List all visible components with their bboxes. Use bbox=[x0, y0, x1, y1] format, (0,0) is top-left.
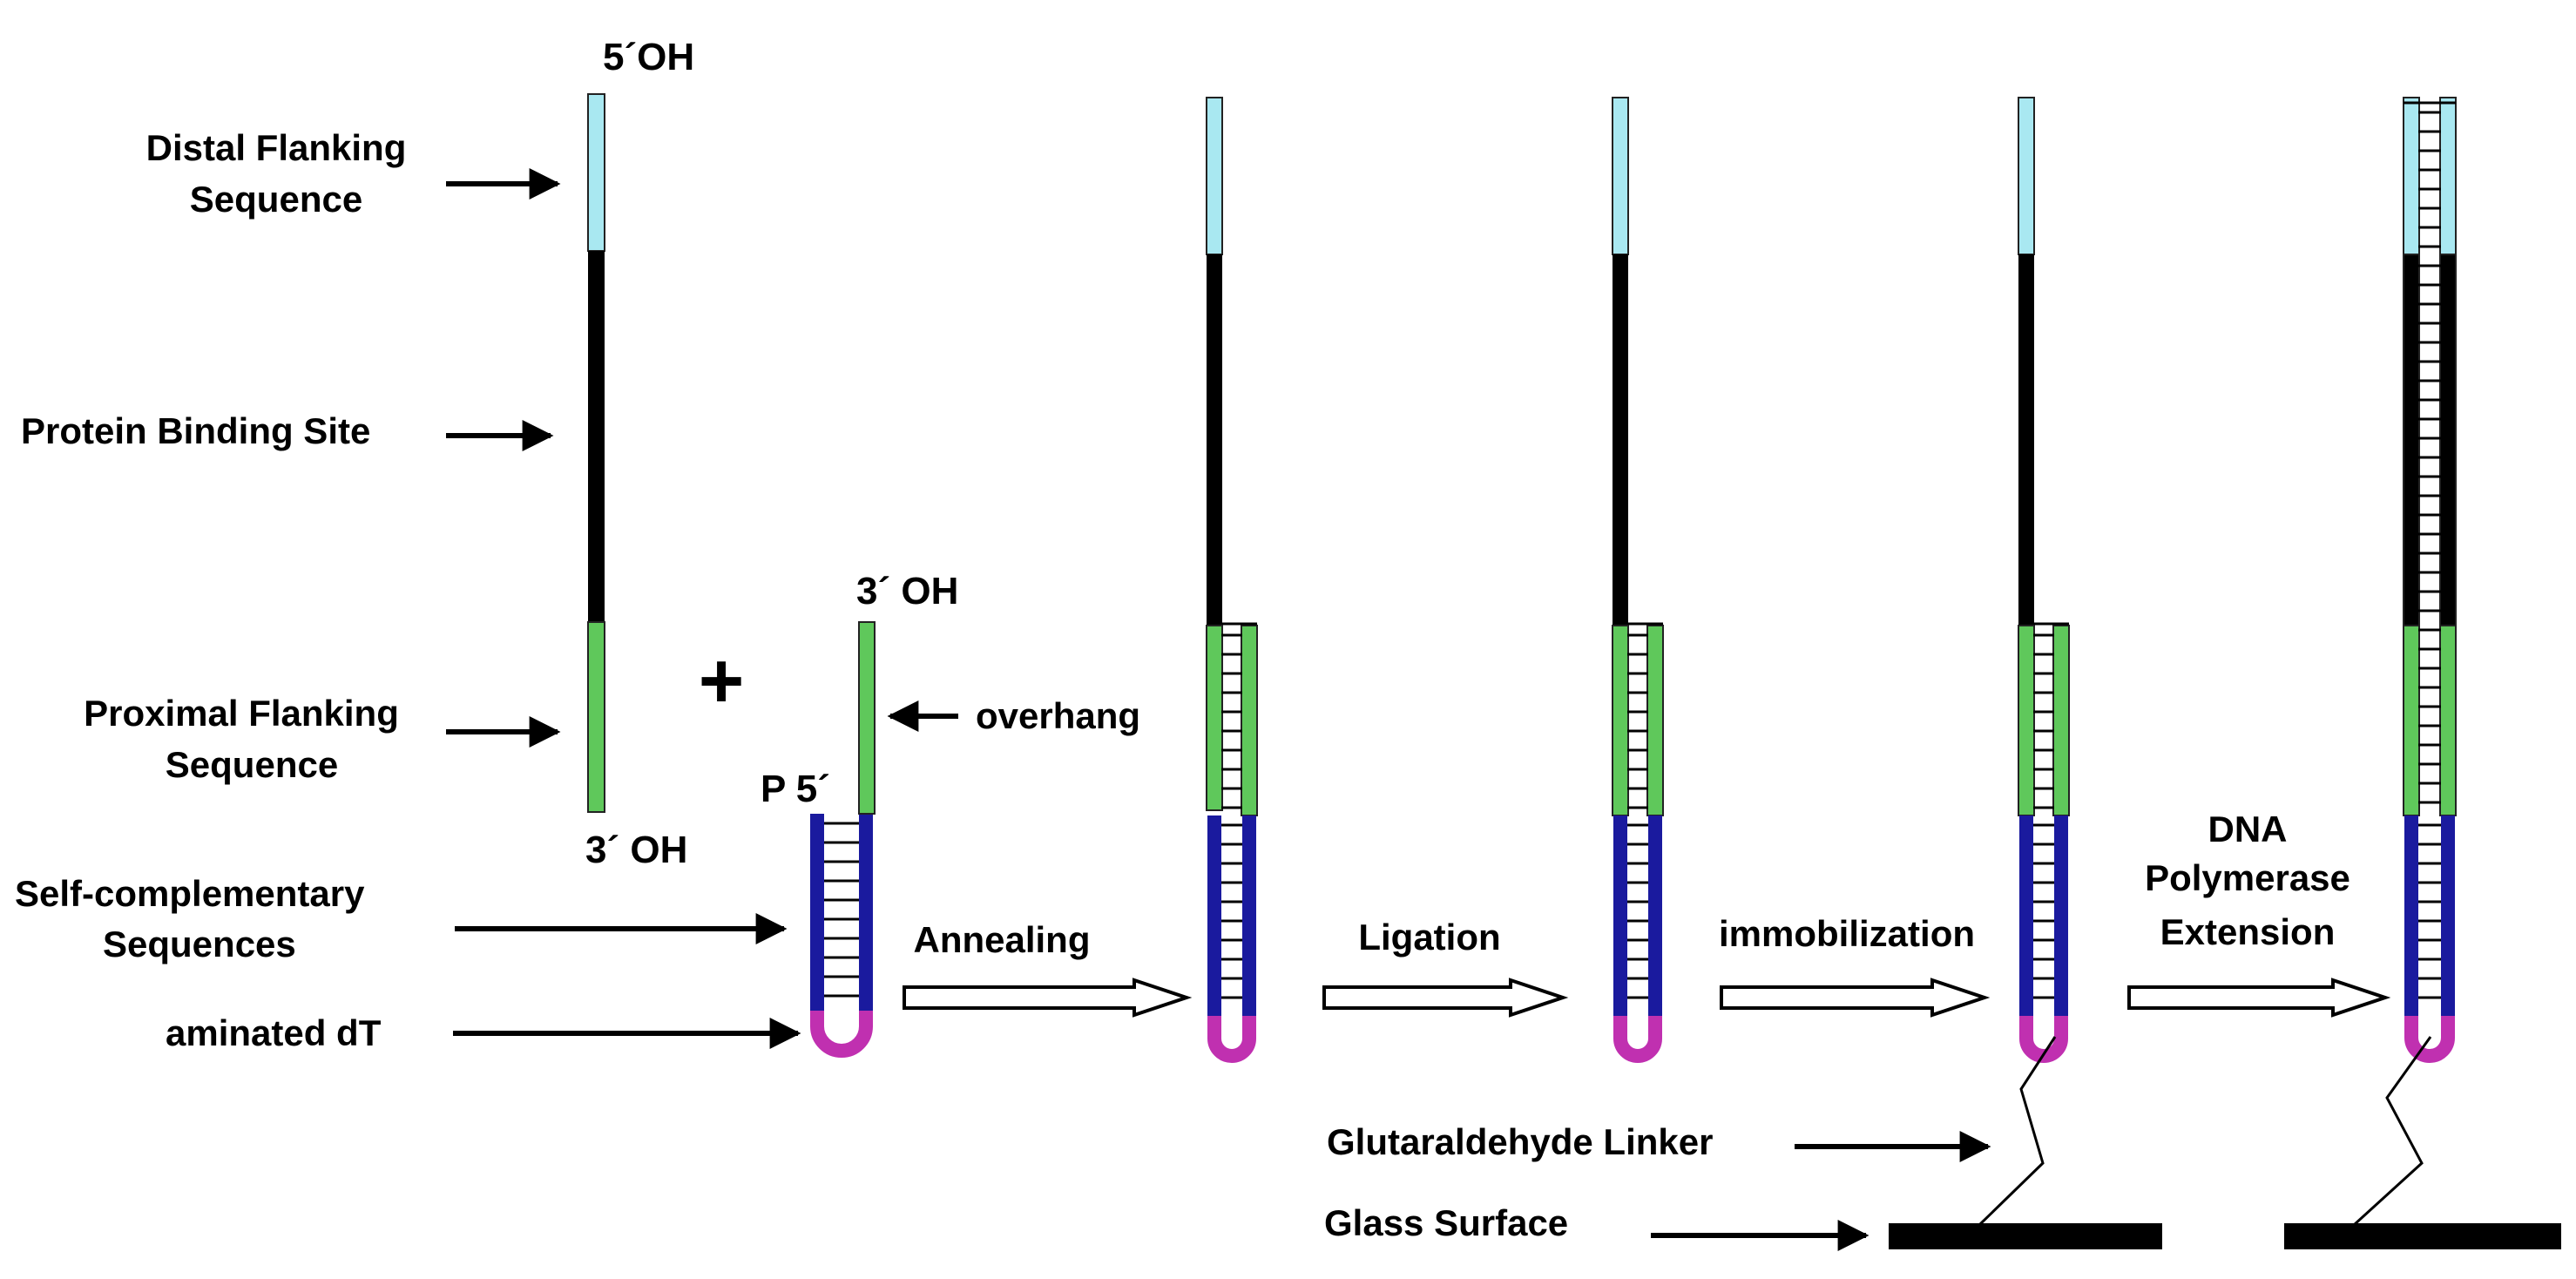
selfcomp-right-arm bbox=[859, 814, 873, 1011]
step-arrow-1 bbox=[903, 978, 1193, 1018]
distal-segment bbox=[1206, 97, 1223, 255]
step-arrow-3 bbox=[1720, 978, 1991, 1018]
selfcomp-right-arm bbox=[1648, 815, 1662, 1016]
selfcomp-right-arm bbox=[2441, 815, 2455, 1016]
protein-segment bbox=[1613, 254, 1628, 626]
proximal-label-line2: Sequence bbox=[166, 744, 338, 785]
aminated-dt-loop bbox=[1613, 1016, 1662, 1063]
selfcomp-left-arm bbox=[1207, 815, 1221, 1016]
selfcomp-left-arm bbox=[2019, 815, 2033, 1016]
oh3-bottom-label: 3´ OH bbox=[585, 829, 687, 871]
step-extension-label: Extension bbox=[2160, 911, 2336, 952]
aminated-dt-loop bbox=[2404, 1016, 2455, 1063]
glutaraldehyde-linker-1 bbox=[1978, 1036, 2057, 1227]
proximal-label-line1: Proximal Flanking bbox=[84, 693, 399, 734]
aminated-dt-loop bbox=[1207, 1016, 1256, 1063]
distal-label-line1: Distal Flanking bbox=[146, 127, 407, 168]
left-strand-segment-3 bbox=[2403, 625, 2420, 816]
distal-label-line2: Sequence bbox=[190, 179, 362, 220]
step-annealing-label: Annealing bbox=[913, 919, 1090, 960]
distal-segment bbox=[2018, 97, 2035, 255]
overhang-label: overhang bbox=[976, 695, 1140, 736]
distal-segment bbox=[587, 93, 605, 252]
glutaraldehyde-linker-2 bbox=[2352, 1036, 2432, 1227]
proximal-segment bbox=[1206, 625, 1223, 811]
step-ligation-label: Ligation bbox=[1358, 917, 1500, 958]
aminated-dt-loop bbox=[2019, 1016, 2068, 1063]
step-arrow-4 bbox=[2127, 978, 2391, 1018]
right-strand-segment-3 bbox=[2439, 625, 2457, 816]
selfcomp-left-arm bbox=[810, 814, 824, 1011]
hairpin-primer bbox=[810, 621, 876, 1058]
overhang-segment bbox=[858, 621, 876, 815]
step-dna-label: DNA bbox=[2208, 809, 2288, 849]
right-strand-segment-1 bbox=[2439, 97, 2457, 255]
protein-segment bbox=[588, 251, 605, 622]
selfcomp-left-arm bbox=[2404, 815, 2418, 1016]
plus-sign: + bbox=[699, 638, 745, 725]
selfcomp-left-arm bbox=[1613, 815, 1627, 1016]
p5-label: P 5´ bbox=[761, 768, 830, 810]
proximal-segment bbox=[587, 621, 605, 813]
left-strand-segment-1 bbox=[2403, 97, 2420, 255]
glutaraldehyde-label: Glutaraldehyde Linker bbox=[1327, 1121, 1713, 1162]
left-strand-segment-2 bbox=[2403, 254, 2420, 626]
structure-1 bbox=[1206, 97, 1258, 1063]
aminated-label: aminated dT bbox=[166, 1012, 382, 1053]
overhang-segment bbox=[2052, 625, 2070, 816]
step-immobilization-label: immobilization bbox=[1719, 913, 1975, 954]
aminated-dt-loop bbox=[810, 1011, 873, 1058]
glass-label: Glass Surface bbox=[1324, 1202, 1568, 1243]
oh3-hairpin-label: 3´ OH bbox=[856, 570, 958, 612]
single-strand-oligo bbox=[587, 93, 605, 813]
right-strand-segment-2 bbox=[2439, 254, 2457, 626]
distal-segment bbox=[1612, 97, 1629, 255]
structure-3 bbox=[2018, 97, 2070, 1063]
selfcomp-right-arm bbox=[1242, 815, 1256, 1016]
selfcomp-label-line2: Sequences bbox=[103, 924, 296, 964]
extended-product bbox=[2403, 97, 2457, 1063]
selfcomp-right-arm bbox=[2054, 815, 2068, 1016]
protein-binding-label: Protein Binding Site bbox=[21, 410, 370, 451]
protein-segment bbox=[2018, 254, 2034, 626]
protein-segment bbox=[1207, 254, 1222, 626]
overhang-segment bbox=[1646, 625, 1664, 816]
oh5-top-label: 5´OH bbox=[603, 36, 694, 78]
overhang-segment bbox=[1241, 625, 1258, 816]
proximal-segment bbox=[2018, 625, 2035, 816]
glass-surface-1 bbox=[1889, 1223, 2162, 1249]
step-arrow-2 bbox=[1322, 978, 1569, 1018]
glass-surface-2 bbox=[2284, 1223, 2561, 1249]
selfcomp-label-line1: Self-complementary bbox=[15, 873, 365, 914]
proximal-segment bbox=[1612, 625, 1629, 816]
structure-2 bbox=[1612, 97, 1664, 1063]
step-polymerase-label: Polymerase bbox=[2145, 857, 2350, 898]
